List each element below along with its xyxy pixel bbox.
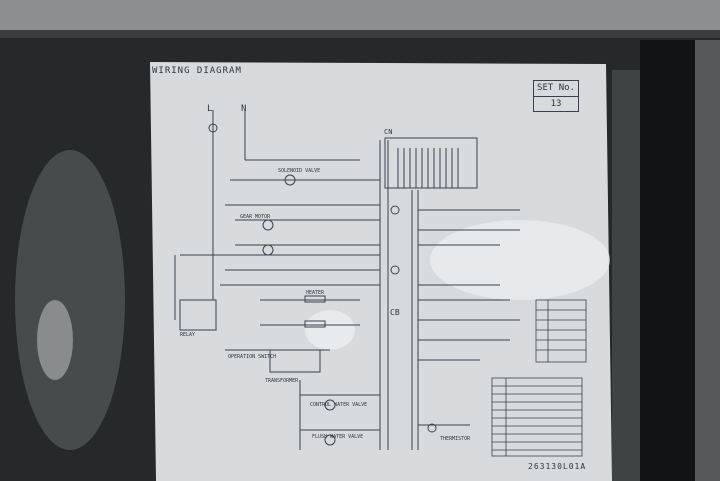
gear-motor-label: GEAR MOTOR bbox=[240, 214, 271, 220]
frame-shadow bbox=[0, 30, 720, 40]
cb-label: CB bbox=[390, 308, 400, 317]
panel-glare bbox=[430, 220, 610, 300]
thermistor-label: THERMISTOR bbox=[440, 436, 471, 442]
diagram-title: WIRING DIAGRAM bbox=[152, 66, 242, 76]
metal-frame-top bbox=[0, 0, 720, 34]
error-table bbox=[491, 377, 583, 457]
glare-left-core bbox=[37, 300, 73, 380]
flush-valve-coil bbox=[324, 434, 336, 446]
set-label: SET No. bbox=[537, 83, 575, 93]
terminal-n-label: N bbox=[241, 104, 247, 114]
cn-connector bbox=[384, 137, 478, 189]
gear-motor-1 bbox=[262, 219, 274, 231]
heater-1 bbox=[304, 295, 326, 303]
glare-left bbox=[15, 150, 125, 450]
transformer-label: TRANSFORMER bbox=[265, 378, 299, 384]
relay-block bbox=[179, 299, 217, 331]
diagram-panel bbox=[150, 62, 612, 481]
panel-glare-2 bbox=[305, 310, 355, 350]
relay-coil-2 bbox=[390, 265, 400, 275]
gear-motor-2 bbox=[262, 244, 274, 256]
right-post bbox=[640, 40, 695, 481]
solenoid-valve-label: SOLENOID VALVE bbox=[278, 168, 321, 174]
heater-2 bbox=[304, 320, 326, 328]
right-edge-metal bbox=[695, 40, 720, 481]
control-water-valve-label: CONTROL WATER VALVE bbox=[310, 402, 368, 408]
relay-coil-1 bbox=[390, 205, 400, 215]
cn-label: CN bbox=[384, 128, 393, 136]
set-number-box: SET No. 13 bbox=[533, 80, 579, 112]
power-terminal-l bbox=[208, 123, 218, 133]
diagram-code: 263130L01A bbox=[528, 462, 587, 471]
heater-label: HEATER bbox=[306, 290, 325, 296]
set-number: 13 bbox=[534, 96, 578, 112]
solenoid-coil bbox=[284, 174, 296, 186]
flush-water-valve-label: FLUSH WATER VALVE bbox=[312, 434, 364, 440]
fuse-table bbox=[535, 299, 587, 363]
operation-switch-label: OPERATION SWITCH bbox=[228, 354, 277, 360]
terminal-l-label: L bbox=[207, 104, 213, 114]
relay-label: RELAY bbox=[180, 332, 196, 338]
right-post-edge bbox=[612, 70, 640, 481]
operation-switch bbox=[269, 349, 321, 373]
control-valve-coil bbox=[324, 399, 336, 411]
thermistor-symbol bbox=[427, 423, 437, 433]
component-symbols bbox=[179, 123, 437, 446]
